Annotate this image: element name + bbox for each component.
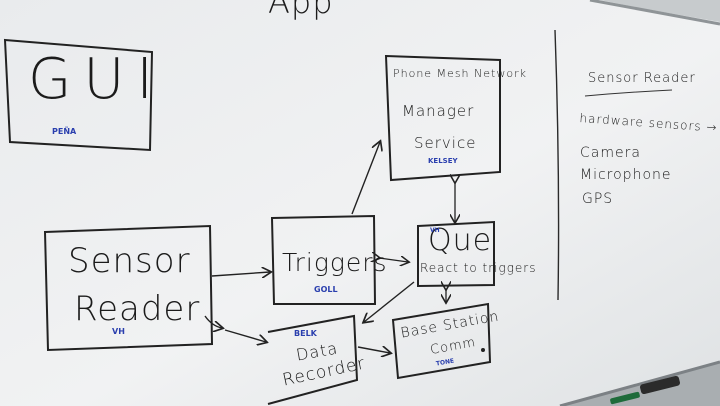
- data-recorder-owner: BELK: [294, 329, 317, 338]
- frame-top-right: [600, 0, 720, 22]
- notes-item: GPS: [582, 191, 614, 207]
- arrow-sensor-to-recorder: [224, 329, 266, 342]
- triggers-box-outline: [270, 214, 377, 305]
- board-frame-edge: [589, 0, 720, 26]
- base-station-dot: [481, 348, 485, 352]
- notes-item: Microphone: [580, 167, 672, 183]
- que-label: Que: [428, 223, 493, 258]
- sensor-reader-owner: VH: [112, 327, 125, 336]
- eraser: [640, 375, 680, 395]
- board-title-fragment: App: [268, 0, 334, 21]
- sensor-reader-line2: Reader: [74, 289, 201, 329]
- arrow-triggers-que: [379, 258, 408, 262]
- mesh-manager-line3: Service: [414, 134, 477, 152]
- que-subtitle: React to triggers: [420, 261, 537, 275]
- arrow-sensor-to-triggers: [211, 272, 270, 276]
- notes-heading-underline: [584, 89, 673, 97]
- divider-line: [554, 29, 560, 301]
- arrow-sensor-down: [204, 315, 222, 328]
- gui-owner: PEÑA: [52, 127, 77, 136]
- marker-green: [610, 391, 640, 405]
- data-recorder-box-outline: [267, 314, 359, 405]
- mesh-manager-owner: KELSEY: [428, 157, 458, 165]
- arrow-recorder-to-base: [357, 347, 390, 353]
- mesh-manager-line2: Manager: [402, 102, 475, 120]
- base-station-box-outline: [391, 302, 492, 380]
- sensor-reader-box-outline: [43, 224, 214, 352]
- mesh-manager-box-outline: [384, 54, 501, 182]
- triggers-label: Triggers: [282, 248, 388, 277]
- gui-label: GUI: [28, 47, 165, 112]
- gui-box-outline: [3, 38, 154, 152]
- que-owner: VH: [430, 227, 440, 234]
- que-box-outline: [417, 220, 495, 288]
- notes-heading: Sensor Reader: [588, 71, 696, 86]
- arrow-triggers-to-mesh: [351, 142, 380, 215]
- arrow-que-to-recorder: [364, 281, 415, 322]
- notes-item: Camera: [580, 145, 641, 161]
- tray-edge: [559, 360, 720, 406]
- sensor-reader-line1: Sensor: [68, 241, 191, 281]
- mesh-manager-line1: Phone Mesh Network: [393, 67, 527, 80]
- triggers-owner: GOLL: [314, 285, 338, 294]
